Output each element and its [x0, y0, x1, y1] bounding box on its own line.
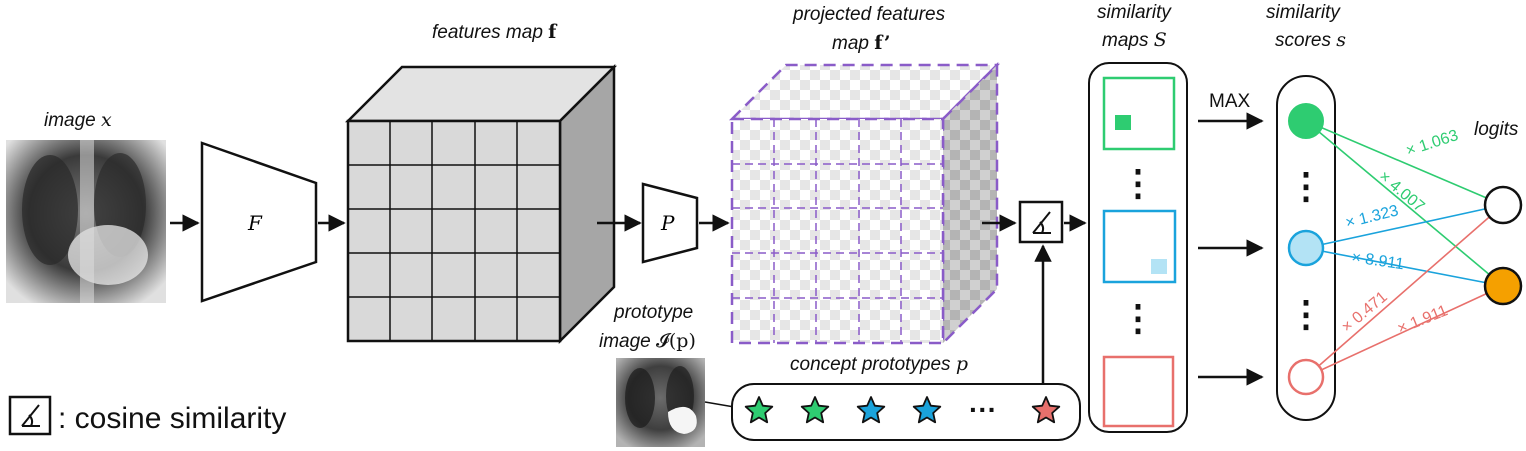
similarity-map-red [1102, 355, 1175, 428]
prototype-star-blue [912, 396, 942, 424]
similarity-maps-label-line2: maps S [1102, 29, 1167, 51]
prototype-star-green [800, 396, 830, 424]
concept-prototypes-container [731, 383, 1081, 441]
similarity-scores-label-line1: similarity [1266, 2, 1341, 23]
projection-p-label: P [660, 211, 675, 235]
similarity-scores-vdots-2: ⋮ [1288, 293, 1324, 334]
logit-connections [1305, 120, 1504, 378]
prototype-star-green [744, 396, 774, 424]
weight-label: × 1.323 [1344, 202, 1400, 232]
encoder-f-label: F [247, 211, 263, 235]
cosine-legend-label: : cosine similarity [58, 402, 286, 435]
input-image [6, 140, 166, 303]
similarity-map-green-peak [1115, 115, 1131, 130]
prototype-stars [744, 396, 1061, 424]
similarity-map-blue-peak [1151, 259, 1167, 274]
cosine-legend-icon [8, 395, 52, 436]
max-label: MAX [1209, 91, 1251, 112]
prototype-image [616, 358, 705, 447]
similarity-maps-vdots-2: ⋮ [1120, 297, 1156, 338]
cosine-similarity-icon [1018, 200, 1064, 244]
concept-prototypes-ellipsis: ··· [969, 394, 997, 425]
similarity-maps-label-line1: similarity [1097, 2, 1172, 23]
similarity-scores-vdots-1: ⋮ [1288, 165, 1324, 206]
projected-features-label-line1: projected features [792, 4, 946, 25]
features-map-cube [344, 63, 618, 345]
weight-labels: × 1.063 × 4.007 × 1.323 × 8.911 × 0.471 … [1339, 127, 1461, 338]
projected-features-label-line2: map f’ [832, 32, 890, 54]
features-map-label: features map f [432, 21, 558, 43]
weight-label: × 1.911 [1395, 302, 1450, 338]
logit-node-orange [1483, 266, 1523, 306]
projection-p [641, 182, 699, 264]
score-node-green [1288, 103, 1324, 139]
weight-label: × 8.911 [1350, 249, 1405, 273]
similarity-map-green [1102, 76, 1176, 151]
projected-features-cube [728, 61, 1001, 347]
similarity-scores-label-line2: scores s [1275, 29, 1346, 51]
score-node-red [1287, 358, 1325, 396]
prototype-label-line2: image 𝓘(p) [599, 330, 696, 352]
prototype-label-line1: prototype [613, 302, 693, 323]
score-node-blue [1287, 229, 1325, 267]
image-label: image x [44, 109, 112, 131]
weight-label: × 0.471 [1339, 288, 1391, 336]
logit-node-white [1483, 185, 1523, 225]
similarity-maps-vdots-1: ⋮ [1120, 162, 1156, 203]
weight-label: × 1.063 [1404, 127, 1461, 160]
logits-label: logits [1474, 119, 1519, 140]
prototype-star-blue [856, 396, 886, 424]
encoder-f [200, 141, 318, 303]
concept-prototypes-label: concept prototypes p [790, 353, 968, 375]
prototype-star-red [1031, 396, 1061, 424]
